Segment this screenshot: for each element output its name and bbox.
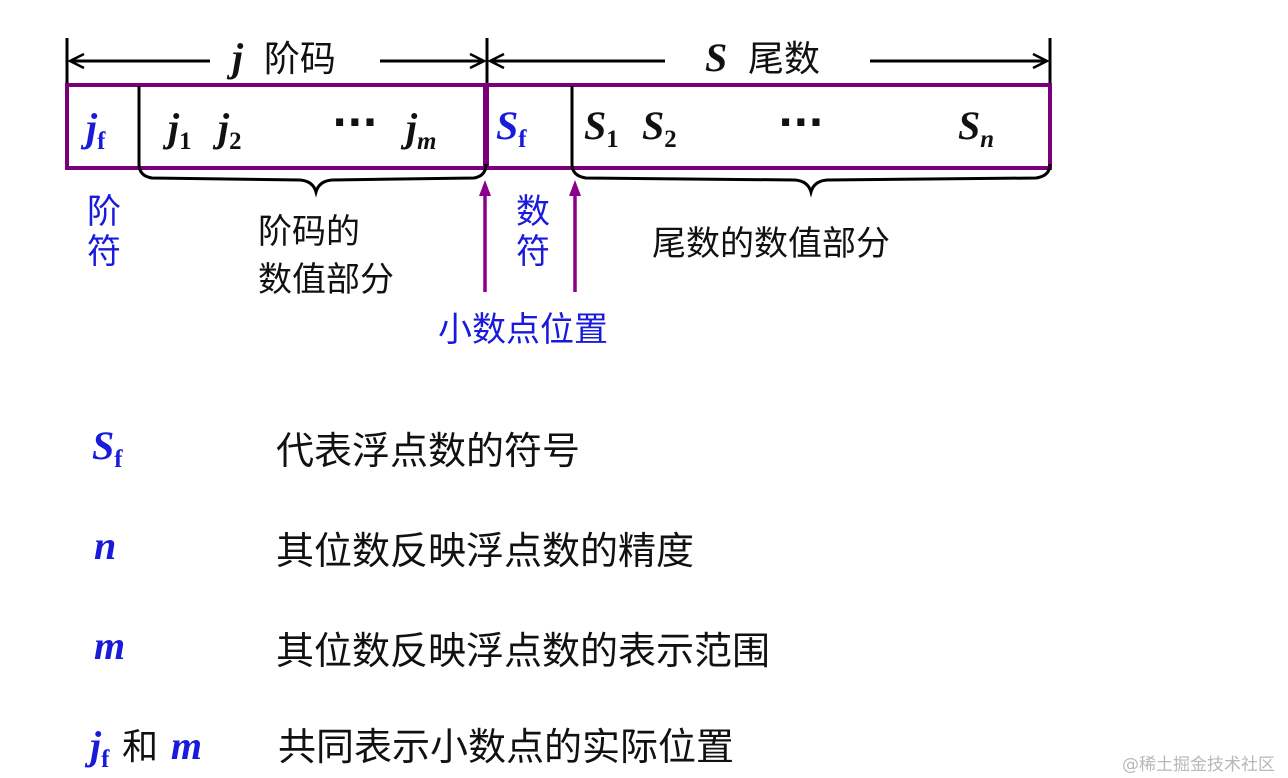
decimal-point-label: 小数点位置 (438, 310, 608, 350)
legend-symbol-n: n (94, 523, 117, 568)
mantissa-symbol: S (705, 35, 728, 80)
cell-j-dots: ··· (332, 100, 378, 146)
cell-s2-base: S (642, 103, 665, 148)
legend-desc-m: 其位数反映浮点数的表示范围 (276, 629, 771, 673)
exponent-symbol: j (232, 35, 244, 80)
cell-j1-sub: 1 (179, 127, 192, 155)
legend-symbol-jf-base: j (90, 723, 102, 768)
cell-sn: Sn (958, 102, 994, 154)
cell-sn-sub: n (980, 125, 995, 153)
legend-symbol-sf-base: S (92, 423, 115, 468)
cell-s2: S2 (642, 102, 677, 154)
cell-j2-sub: 2 (229, 127, 242, 155)
legend-symbol-jf: jf (90, 723, 109, 773)
cell-sn-base: S (958, 103, 981, 148)
legend-symbol-m: m (94, 623, 126, 668)
cell-j1: j1 (168, 104, 192, 156)
cell-sf-base: S (496, 103, 519, 148)
cell-s1: S1 (584, 102, 619, 154)
cell-s1-sub: 1 (606, 125, 619, 153)
legend-symbol-jf-and-m: jf 和 m (90, 718, 202, 774)
legend-desc-sf: 代表浮点数的符号 (276, 429, 581, 473)
cell-jf-base: j (86, 105, 98, 150)
cell-s2-sub: 2 (664, 125, 677, 153)
exponent-label: 阶码 (263, 39, 336, 80)
mantissa-label: 尾数 (747, 39, 820, 80)
legend-symbol-sf: Sf (92, 422, 123, 474)
cell-jm-sub: m (417, 127, 437, 155)
legend-symbol-jf-sub: f (101, 745, 110, 773)
mantissa-header: S 尾数 (705, 30, 820, 82)
cell-jf: jf (86, 104, 105, 156)
float-format-box (65, 83, 1052, 170)
cell-jf-sub: f (97, 127, 106, 155)
cell-sf-sub: f (518, 125, 527, 153)
cell-j1-base: j (168, 105, 180, 150)
legend-symbol-m2: m (170, 723, 202, 768)
cell-sf: Sf (496, 102, 527, 154)
legend-desc-n: 其位数反映浮点数的精度 (276, 529, 695, 573)
cell-jm-base: j (406, 105, 418, 150)
legend-connector: 和 (122, 727, 159, 768)
exponent-value-label-line1: 阶码的 (258, 212, 360, 252)
cell-s-dots: ··· (778, 100, 824, 146)
cell-j2: j2 (218, 104, 242, 156)
legend-desc-jf-m: 共同表示小数点的实际位置 (278, 725, 735, 769)
cell-j2-base: j (218, 105, 230, 150)
mantissa-sign-label: 数符 (516, 192, 550, 272)
exponent-header: j 阶码 (232, 30, 336, 82)
cell-s1-base: S (584, 103, 607, 148)
watermark: @稀土掘金技术社区 (1122, 755, 1275, 775)
cell-jm: jm (406, 104, 436, 156)
exponent-value-brace (137, 86, 488, 198)
mantissa-value-label: 尾数的数值部分 (652, 224, 890, 264)
exponent-value-label-line2: 数值部分 (258, 260, 394, 300)
legend-symbol-sf-sub: f (114, 445, 123, 473)
exponent-sign-label: 阶符 (87, 192, 121, 272)
mantissa-value-brace (570, 86, 1052, 198)
